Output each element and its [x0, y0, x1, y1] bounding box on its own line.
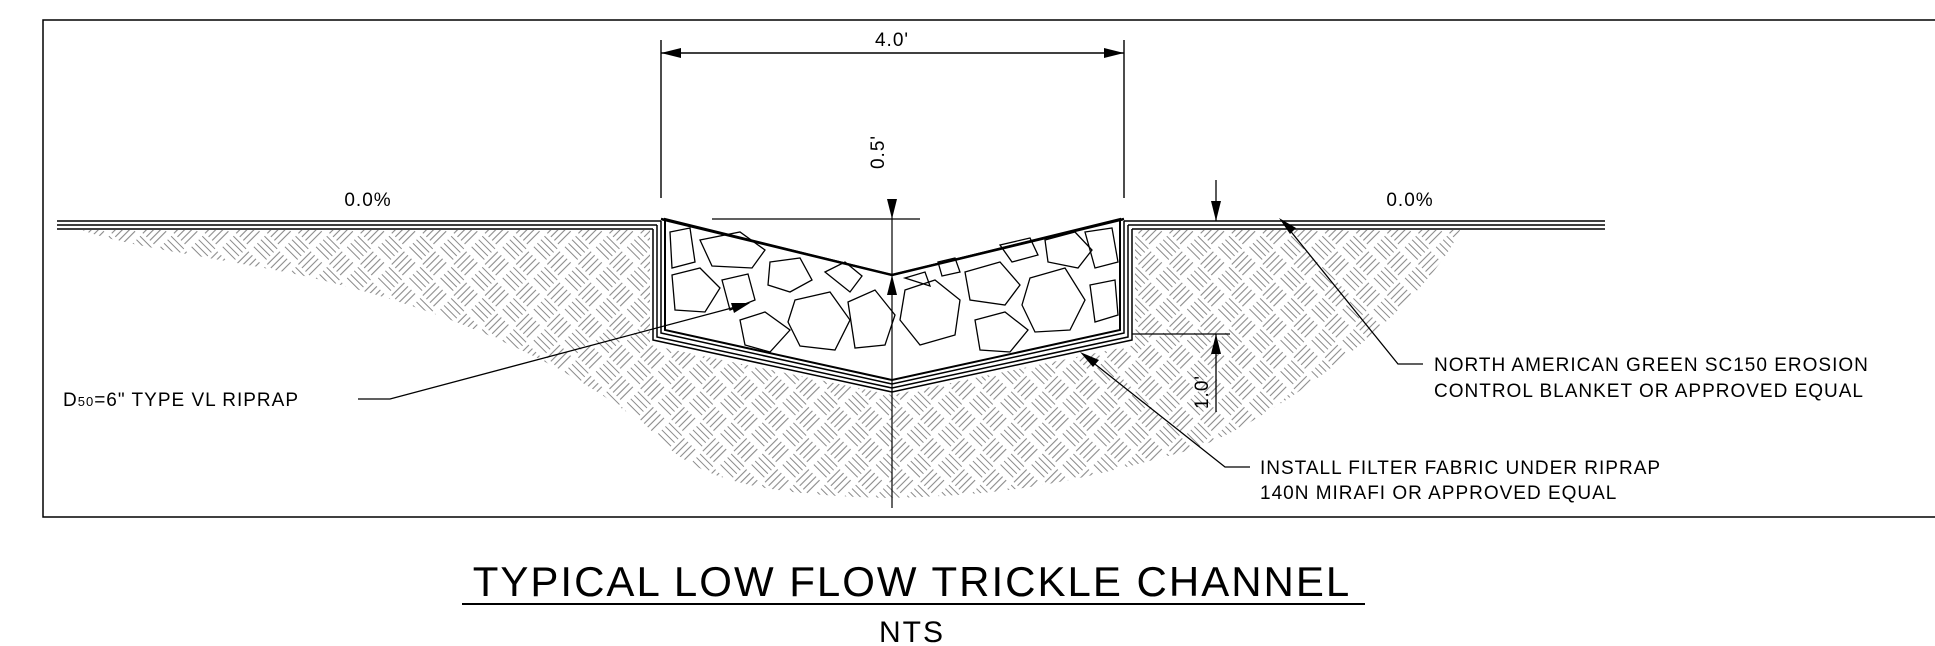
width-arrow-right — [1104, 48, 1124, 58]
drawing-border — [42, 19, 1935, 518]
slope-left-label: 0.0% — [344, 190, 391, 211]
blanket-leader-line — [1283, 222, 1423, 365]
thickness-arrow-top — [1211, 201, 1221, 221]
blanket-leader-arrow — [1279, 218, 1296, 234]
riprap-leader-arrow — [731, 303, 750, 313]
depth-dimension-label: 0.5' — [868, 135, 889, 169]
fabric-callout-line2: 140N MIRAFI OR APPROVED EQUAL — [1260, 483, 1617, 504]
blanket-callout-line2: CONTROL BLANKET OR APPROVED EQUAL — [1434, 381, 1864, 402]
riprap-leader-line — [358, 304, 744, 400]
earth-hatch-area — [82, 230, 1460, 498]
width-dimension — [660, 40, 1125, 198]
width-arrow-left — [661, 48, 681, 58]
detail-title: TYPICAL LOW FLOW TRICKLE CHANNEL — [473, 558, 1352, 605]
fabric-leader-line — [1085, 356, 1250, 468]
ground-line-right — [1124, 220, 1605, 230]
scale-note: NTS — [879, 616, 945, 646]
thickness-dimension-label: 1.0' — [1192, 375, 1213, 409]
ground-line-left — [57, 220, 661, 230]
riprap-callout: D50=6" TYPE VL RIPRAP — [63, 390, 299, 411]
blanket-callout-line1: NORTH AMERICAN GREEN SC150 EROSION — [1434, 355, 1869, 376]
width-dimension-label: 4.0' — [875, 30, 909, 51]
depth-arrow-down — [887, 199, 897, 219]
fabric-leader-arrow — [1080, 352, 1099, 367]
thickness-arrow-bottom — [1211, 334, 1221, 354]
slope-right-label: 0.0% — [1386, 190, 1433, 211]
depth-arrow-up — [887, 275, 897, 295]
fabric-callout-line1: INSTALL FILTER FABRIC UNDER RIPRAP — [1260, 458, 1661, 479]
riprap-rocks — [669, 227, 1119, 353]
